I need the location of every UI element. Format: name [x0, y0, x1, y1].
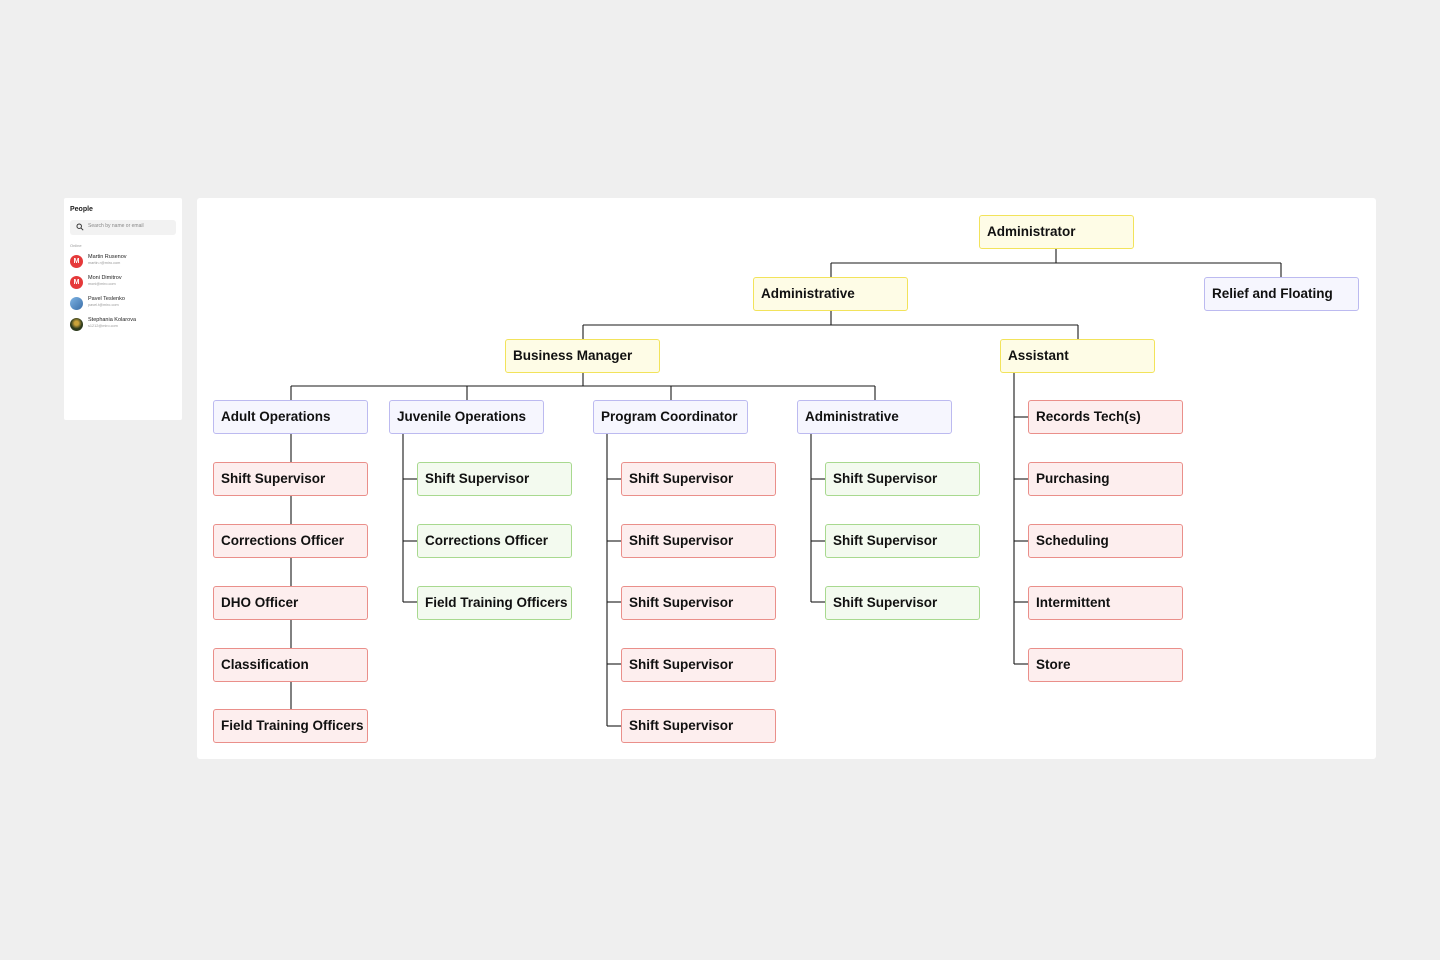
node-juvenile-item[interactable]: Field Training Officers: [417, 586, 572, 620]
person-email: pavel.t@miro.com: [88, 303, 119, 307]
panel-title: People: [70, 206, 93, 213]
node-program-item[interactable]: Shift Supervisor: [621, 462, 776, 496]
search-placeholder: Search by name or email: [88, 223, 144, 229]
node-program-coordinator[interactable]: Program Coordinator: [593, 400, 748, 434]
node-administrative-item[interactable]: Shift Supervisor: [825, 462, 980, 496]
node-assistant-item[interactable]: Scheduling: [1028, 524, 1183, 558]
person-name: Moni Dimitrov: [88, 275, 122, 281]
node-adult-item[interactable]: DHO Officer: [213, 586, 368, 620]
org-chart-canvas[interactable]: Administrator Administrative Relief and …: [197, 198, 1376, 759]
person-email: s1212@miro.com: [88, 324, 118, 328]
node-assistant-item[interactable]: Store: [1028, 648, 1183, 682]
people-search-input[interactable]: Search by name or email: [70, 220, 176, 235]
node-relief-and-floating[interactable]: Relief and Floating: [1204, 277, 1359, 311]
person-email: martin.r@miro.com: [88, 261, 121, 265]
node-assistant-item[interactable]: Intermittent: [1028, 586, 1183, 620]
person-name: Martin Rusenov: [88, 254, 127, 260]
person-item[interactable]: Stephania Kolarova s1212@miro.com: [70, 316, 176, 334]
node-adult-operations[interactable]: Adult Operations: [213, 400, 368, 434]
node-assistant-item[interactable]: Records Tech(s): [1028, 400, 1183, 434]
person-item[interactable]: M Moni Dimitrov moni@miro.com: [70, 274, 176, 292]
node-administrator[interactable]: Administrator: [979, 215, 1134, 249]
person-email: moni@miro.com: [88, 282, 116, 286]
node-administrative-item[interactable]: Shift Supervisor: [825, 586, 980, 620]
person-item[interactable]: Pavel Teslenko pavel.t@miro.com: [70, 295, 176, 313]
node-program-item[interactable]: Shift Supervisor: [621, 709, 776, 743]
avatar: [70, 318, 83, 331]
node-administrative-top[interactable]: Administrative: [753, 277, 908, 311]
node-juvenile-item[interactable]: Corrections Officer: [417, 524, 572, 558]
people-panel: People Search by name or email Online M …: [64, 198, 182, 420]
node-assistant[interactable]: Assistant: [1000, 339, 1155, 373]
node-business-manager[interactable]: Business Manager: [505, 339, 660, 373]
avatar: M: [70, 276, 83, 289]
node-program-item[interactable]: Shift Supervisor: [621, 524, 776, 558]
avatar: [70, 297, 83, 310]
node-adult-item[interactable]: Field Training Officers: [213, 709, 368, 743]
node-juvenile-item[interactable]: Shift Supervisor: [417, 462, 572, 496]
person-name: Pavel Teslenko: [88, 296, 125, 302]
node-program-item[interactable]: Shift Supervisor: [621, 648, 776, 682]
node-assistant-item[interactable]: Purchasing: [1028, 462, 1183, 496]
node-administrative[interactable]: Administrative: [797, 400, 952, 434]
node-administrative-item[interactable]: Shift Supervisor: [825, 524, 980, 558]
online-label: Online: [70, 243, 82, 248]
person-item[interactable]: M Martin Rusenov martin.r@miro.com: [70, 253, 176, 271]
avatar: M: [70, 255, 83, 268]
search-icon: [76, 223, 84, 231]
node-program-item[interactable]: Shift Supervisor: [621, 586, 776, 620]
connector-lines: [290, 249, 1282, 727]
node-adult-item[interactable]: Corrections Officer: [213, 524, 368, 558]
node-adult-item[interactable]: Shift Supervisor: [213, 462, 368, 496]
node-juvenile-operations[interactable]: Juvenile Operations: [389, 400, 544, 434]
node-adult-item[interactable]: Classification: [213, 648, 368, 682]
person-name: Stephania Kolarova: [88, 317, 137, 323]
